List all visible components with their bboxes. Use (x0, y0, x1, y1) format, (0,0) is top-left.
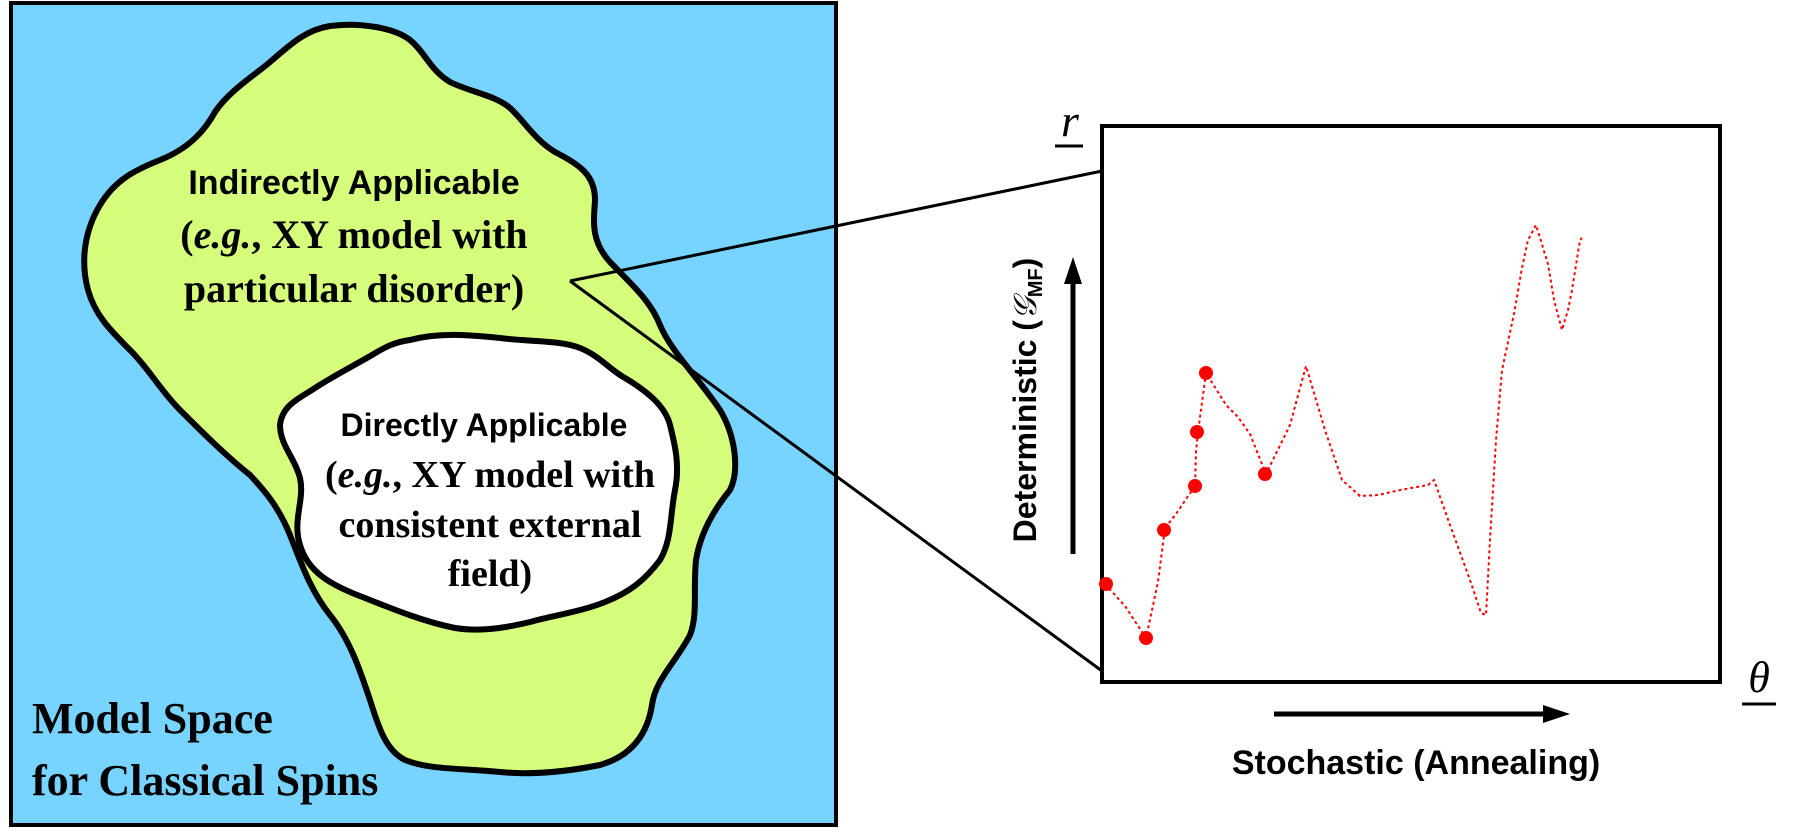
indirect-example-eg: e.g. (194, 212, 252, 257)
stochastic-arrow-head (1543, 705, 1570, 723)
deterministic-label-subscript: MF (1025, 268, 1047, 297)
direct-example-line4: field) (448, 553, 532, 595)
marker-point (1157, 523, 1171, 537)
model-space-label-line2: for Classical Spins (32, 756, 378, 805)
direct-example-eg: e.g. (338, 454, 393, 496)
marker-point (1190, 425, 1204, 439)
indirect-example-line2: (e.g., XY model with (180, 212, 527, 257)
deterministic-label: Deterministic (𝒢MF) (1007, 258, 1047, 543)
indirect-title: Indirectly Applicable (188, 164, 519, 202)
landscape-plot-frame (1100, 124, 1722, 684)
marker-point (1139, 631, 1153, 645)
indirect-example-open: ( (180, 212, 193, 257)
x-axis-symbol: θ (1748, 653, 1770, 702)
marker-point (1199, 366, 1213, 380)
direct-example-rest: , XY model with (393, 454, 655, 496)
zoom-line-top (569, 169, 1103, 283)
direct-example-open: ( (325, 454, 338, 496)
indirect-example-line3: particular disorder) (184, 266, 524, 311)
marker-point (1188, 479, 1202, 493)
marker-point (1258, 467, 1272, 481)
direct-title: Directly Applicable (341, 407, 628, 443)
deterministic-label-main: Deterministic ( (1007, 320, 1043, 543)
direct-example-line2: (e.g., XY model with (325, 454, 655, 496)
marker-point (1099, 577, 1113, 591)
model-space-label-line1: Model Space (32, 694, 273, 743)
zoom-line-bottom (569, 279, 1103, 673)
stochastic-label: Stochastic (Annealing) (1232, 744, 1600, 782)
y-axis-symbol: r (1061, 95, 1080, 146)
annealing-trajectory-path (1104, 222, 1583, 641)
deterministic-label-close: ) (1007, 258, 1043, 269)
direct-region-blob (277, 331, 681, 633)
deterministic-arrow-head (1064, 257, 1082, 284)
direct-example-line3: consistent external (339, 504, 642, 546)
indirect-example-rest: , XY model with (251, 212, 527, 257)
annealing-markers (1099, 366, 1272, 645)
